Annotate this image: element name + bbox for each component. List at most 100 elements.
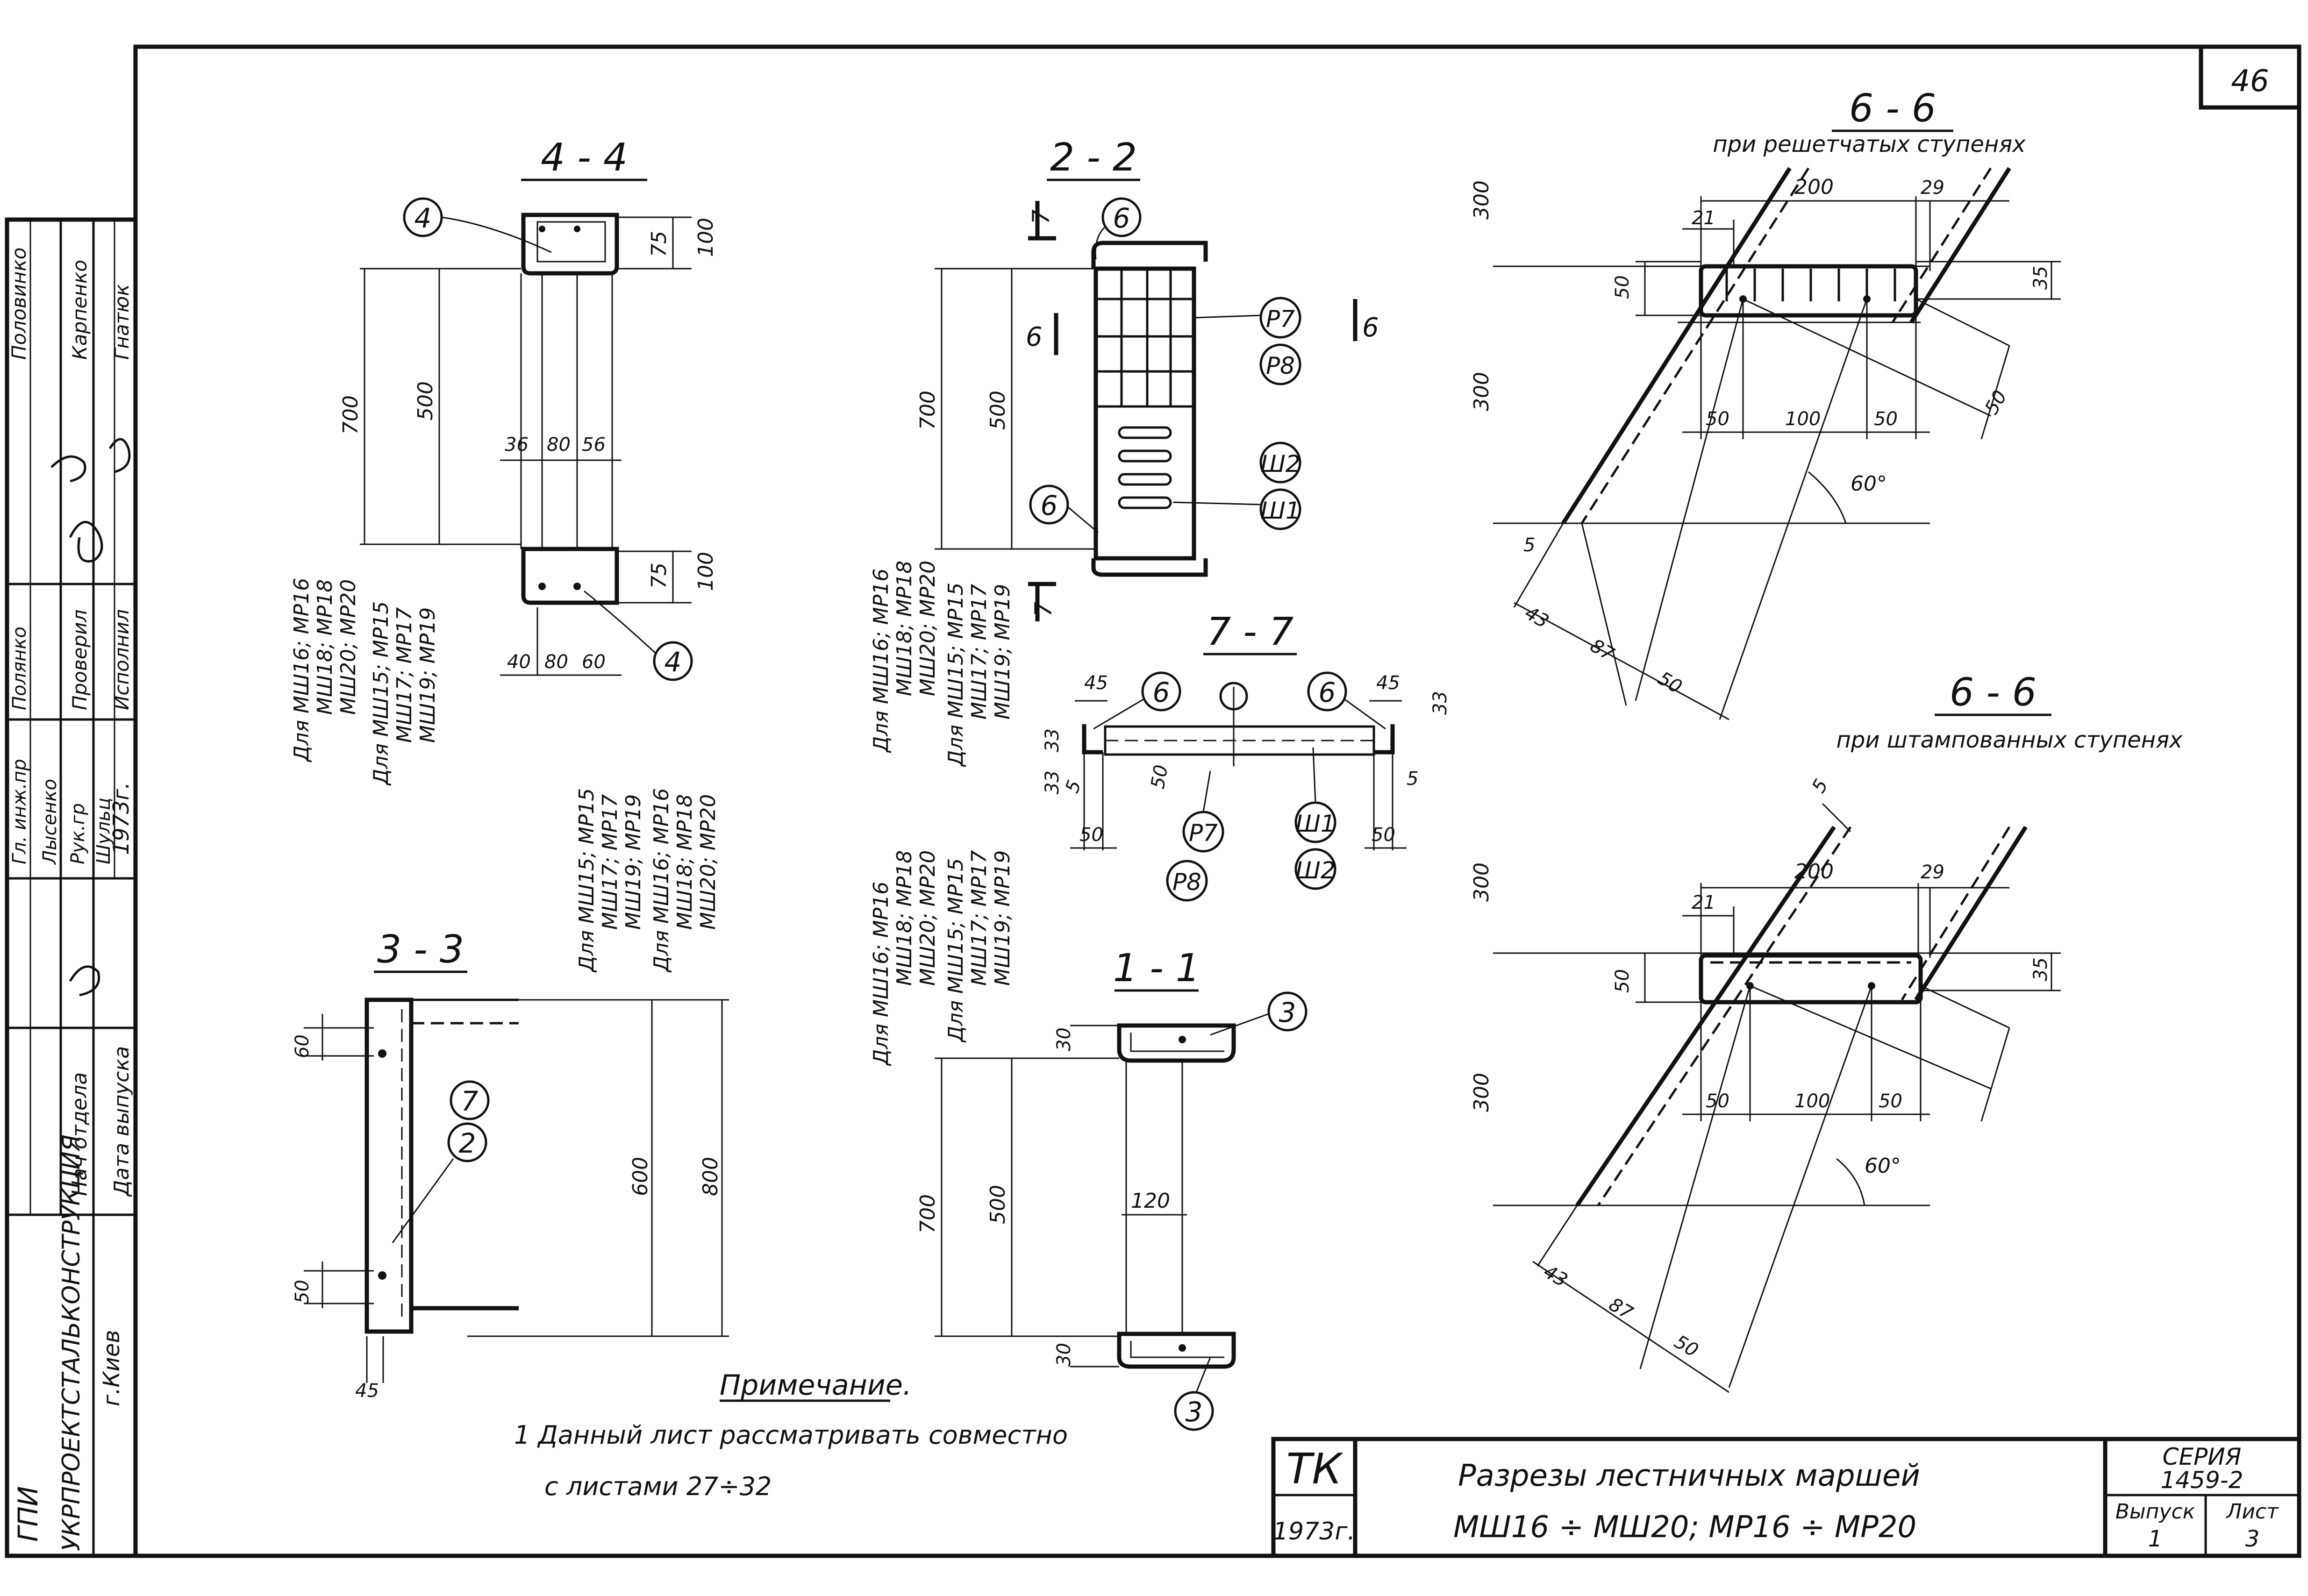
callout-label: 7: [461, 1085, 479, 1117]
dim-label: 45: [1084, 672, 1108, 694]
section-title: 4 - 4: [541, 135, 628, 180]
dim-label: 300: [1470, 862, 1493, 902]
dim-label: 100: [1794, 1090, 1830, 1112]
callout-label: 6: [1113, 202, 1130, 234]
dim-label: 200: [1794, 175, 1834, 199]
callout-label: 4: [414, 202, 432, 234]
callout-label: P7: [1266, 306, 1295, 333]
dim-label: 80: [547, 434, 571, 456]
applicability-note: МШ19; МР19: [991, 584, 1015, 720]
node-point: [573, 583, 581, 590]
callout-circle: [450, 1080, 490, 1120]
callout-label: 2: [459, 1127, 476, 1159]
dim-label: 5: [1808, 776, 1833, 797]
node-point: [1179, 1036, 1186, 1043]
applicability-note: Для МШ15; МР15: [944, 583, 968, 767]
dim-label: 45: [1376, 672, 1400, 694]
dim-label: 50: [1706, 408, 1729, 430]
dim-label: 30: [1053, 1343, 1075, 1367]
dim-label: 5: [1061, 777, 1086, 796]
applicability-note: МШ19; МР19: [416, 607, 440, 743]
dim-label: 300: [1470, 372, 1493, 411]
callout-circle: [447, 1122, 487, 1162]
dim-label: 60: [582, 651, 606, 673]
stamp-role-group-lead: Рук.гр: [67, 803, 89, 864]
section-subtitle: при штампованных ступенях: [1836, 727, 2183, 753]
dim-label: 35: [2030, 266, 2051, 290]
issue-label: Выпуск: [2115, 1500, 2195, 1524]
callout-label: 6: [1319, 677, 1336, 708]
dim-label: 60°: [1865, 1154, 1901, 1178]
note-heading: Примечание.: [720, 1369, 912, 1402]
callout-circle: [1294, 848, 1336, 890]
stamp-extra-name-2: Половинко: [7, 248, 30, 360]
signature-mark: [108, 438, 131, 473]
node-point: [538, 583, 546, 590]
dim-label: 300: [1470, 180, 1493, 220]
node-point: [378, 1049, 386, 1058]
section-3-3: 3 - 3 7 2 60 50 600 800 45 Для МШ15; МР1…: [292, 788, 729, 1402]
dim-label: 50: [1612, 275, 1633, 299]
stamp-role-chief-eng: Гл. инж.пр: [9, 759, 30, 864]
stamp-city: г.Киев: [99, 1330, 125, 1406]
callout-label: 3: [1186, 1396, 1203, 1428]
page-number: 46: [2231, 64, 2269, 99]
section-4-4: 4 - 4 4 4 75 100 700 500 36: [290, 135, 718, 786]
stamp-role-executed: Исполнил: [110, 609, 133, 710]
section-6-6-stamped: 6 - 6 при штампованных ступенях: [1470, 670, 2183, 1393]
callout-circle: [653, 641, 693, 681]
dim-label: 35: [2030, 957, 2051, 981]
dim-label: 21: [1692, 207, 1715, 229]
callout-label: Ш1: [1260, 497, 1300, 524]
applicability-note: МШ19; МР19: [622, 794, 645, 930]
dim-label: 800: [699, 1157, 722, 1196]
applicability-note: МШ17; МР17: [967, 850, 991, 986]
note-line-2: с листами 27÷32: [544, 1472, 772, 1501]
center-mark: [1219, 682, 1248, 711]
dim-label: 200: [1794, 860, 1834, 884]
section-title: 7 - 7: [1207, 610, 1293, 654]
dim-label: 75: [647, 231, 671, 257]
tk-year: 1973г.: [1273, 1518, 1355, 1546]
callout-label: 4: [665, 646, 682, 678]
dim-label: 87: [1605, 1294, 1637, 1325]
dim-label: 50: [1612, 969, 1633, 993]
callout-circle: [1101, 197, 1142, 237]
applicability-note: МШ18; МР18: [313, 579, 337, 715]
dim-label: 50: [1147, 763, 1172, 791]
node-point: [378, 1271, 386, 1280]
callout-label: P8: [1266, 352, 1295, 379]
applicability-note: МШ20; МР20: [696, 794, 720, 930]
dim-label: 50: [1874, 408, 1898, 430]
callout-label: 6: [1153, 677, 1170, 708]
applicability-note: МШ18; МР18: [893, 561, 916, 696]
cut-mark-label: 6: [1026, 322, 1043, 352]
applicability-note: Для МШ15; МР15: [369, 601, 393, 786]
title-block: ТК 1973г. Разрезы лестничных маршей МШ16…: [1271, 1437, 2301, 1558]
drawing-title-line-2: МШ16 ÷ МШ20; МР16 ÷ МР20: [1453, 1510, 1916, 1545]
applicability-note: МШ17; МР17: [598, 794, 622, 930]
dim-label: 56: [582, 434, 606, 456]
tk-label: ТК: [1286, 1445, 1344, 1494]
section-title: 1 - 1: [1113, 946, 1200, 990]
node-point: [539, 226, 545, 232]
applicability-note: МШ20; МР20: [336, 579, 360, 715]
drawing-title-line-1: Разрезы лестничных маршей: [1458, 1459, 1920, 1493]
cut-mark-label: 6: [1362, 313, 1379, 343]
callout-label: P7: [1189, 819, 1218, 847]
applicability-note: Для МШ16; МР16: [869, 569, 893, 753]
section-1-1: 1 - 1 3 3 30 120 700 500 30 Для МШ16; МР…: [869, 850, 1308, 1431]
applicability-note: МШ20; МР20: [916, 561, 940, 696]
dim-label: 50: [1706, 1090, 1729, 1112]
dim-label: 33: [1429, 691, 1451, 715]
section-title: 6 - 6: [1950, 670, 2036, 715]
dim-label: 500: [986, 391, 1010, 430]
callout-circle: [1166, 860, 1208, 902]
applicability-note: Для МШ15; МР15: [575, 788, 599, 973]
dim-label: 50: [1879, 1090, 1902, 1112]
stamp-name-checked: Полянко: [9, 627, 30, 710]
dim-label: 300: [1470, 1073, 1493, 1112]
section-subtitle: при решетчатых ступенях: [1713, 131, 2026, 157]
issue-value: 1: [2148, 1526, 2163, 1552]
callout-circle: [1267, 991, 1308, 1032]
